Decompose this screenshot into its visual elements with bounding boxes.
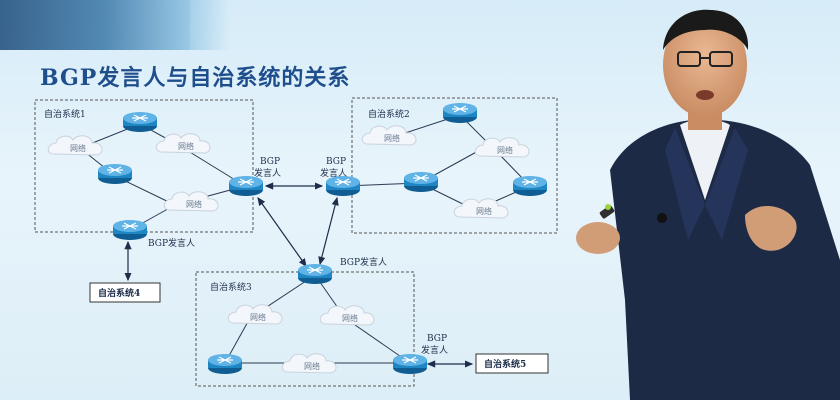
- presenter-shirt: [680, 119, 730, 200]
- network-cloud-icon: 网络: [474, 137, 530, 158]
- bgp-speaker-label-as1-lower: BGP发言人: [148, 237, 195, 249]
- bgp-speaker-label-as3-top: BGP发言人: [340, 256, 387, 268]
- slide-banner-decoration: [0, 0, 230, 50]
- network-cloud-icon: 网络: [319, 305, 375, 326]
- router-icon: [228, 175, 264, 197]
- presenter-figure: [576, 9, 840, 400]
- as5-box: [475, 353, 549, 374]
- presenter-hand-right: [745, 205, 797, 251]
- cloud-label: 网络: [342, 313, 358, 323]
- network-cloud-icon: 网络: [281, 353, 337, 374]
- presenter-hand-left: [576, 222, 620, 254]
- as4-label: 自治系统4: [98, 287, 140, 299]
- slide-title: BGP发言人与自治系统的关系: [40, 65, 351, 91]
- cloud-label: 网络: [476, 206, 492, 216]
- cloud-label: 网络: [497, 145, 513, 155]
- router-icon: [207, 353, 243, 375]
- cloud-label: 网络: [384, 133, 400, 143]
- cloud-label: 网络: [70, 143, 86, 153]
- router-icon: [392, 353, 428, 375]
- network-cloud-icon: 网络: [361, 125, 417, 146]
- cloud-label: 网络: [178, 141, 194, 151]
- router-icon: [97, 163, 133, 185]
- network-cloud-icon: 网络: [227, 304, 283, 325]
- bgp-arrows: [124, 182, 474, 368]
- presenter-head: [663, 13, 747, 117]
- as3-label: 自治系统3: [210, 281, 252, 293]
- bgp-speaker-label-as1-bgp: BGP: [260, 157, 280, 167]
- network-cloud-icon: 网络: [163, 191, 219, 212]
- as4-box: [89, 282, 161, 303]
- cloud-label: 网络: [186, 199, 202, 209]
- as3-box: [195, 271, 415, 387]
- router-icon: [325, 175, 361, 197]
- cloud-label: 网络: [304, 361, 320, 371]
- bgp-speaker-label-as2-bgp: BGP: [326, 157, 346, 167]
- as1-label: 自治系统1: [44, 108, 86, 120]
- router-icon: [512, 175, 548, 197]
- router-icon: [297, 263, 333, 285]
- bgp-speaker-label-as2-role: 发言人: [320, 167, 347, 179]
- cloud-label: 网络: [250, 312, 266, 322]
- router-icon: [403, 171, 439, 193]
- network-cloud-icon: 网络: [155, 133, 211, 154]
- network-cloud-icon: 网络: [453, 198, 509, 219]
- network-cloud-icon: 网络: [47, 135, 103, 156]
- bgp-speaker-label-as3-right-bgp: BGP: [427, 334, 447, 344]
- as2-label: 自治系统2: [368, 108, 410, 120]
- router-icon: [112, 219, 148, 241]
- as5-label: 自治系统5: [484, 358, 526, 370]
- router-icon: [122, 111, 158, 133]
- presenter-suit: [610, 119, 840, 400]
- bgp-speaker-label-as3-right-role: 发言人: [421, 344, 448, 356]
- bgp-speaker-label-as1-role: 发言人: [254, 167, 281, 179]
- as2-box: [351, 97, 558, 234]
- router-icon: [442, 102, 478, 124]
